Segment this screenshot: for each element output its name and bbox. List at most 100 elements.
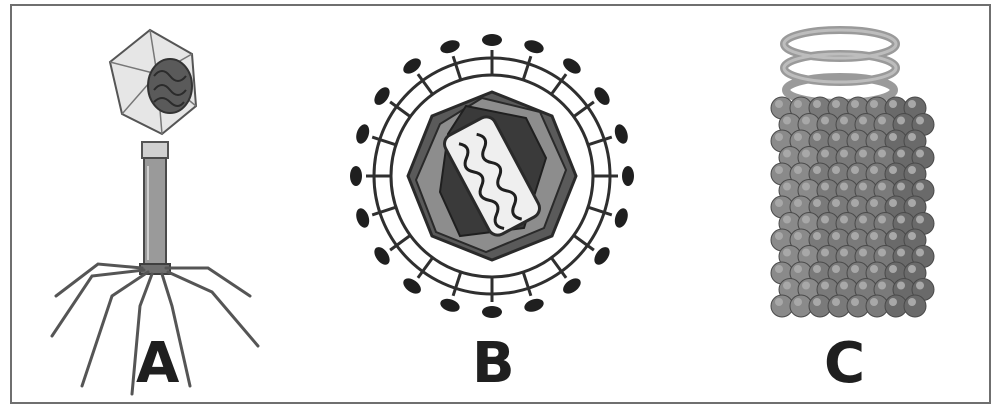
label-b: B: [472, 336, 515, 392]
capsomere-highlight: [897, 249, 905, 257]
capsomere-highlight: [916, 249, 924, 257]
capsomere-highlight: [802, 183, 810, 191]
capsomere-highlight: [802, 150, 810, 158]
capsomere-highlight: [794, 298, 802, 306]
capsomere-highlight: [851, 199, 859, 207]
capsomere-highlight: [870, 100, 878, 108]
capsomere-highlight: [859, 282, 867, 290]
capsomere-highlight: [775, 100, 783, 108]
nucleic-acid-helix: [784, 30, 896, 103]
capsomere-highlight: [832, 166, 840, 174]
panel-c: C: [702, 6, 982, 402]
capsomere-highlight: [783, 282, 791, 290]
capsomere-highlight: [775, 133, 783, 141]
capsomere-highlight: [794, 199, 802, 207]
glycoprotein-spike: [400, 275, 423, 296]
capsomere-highlight: [783, 216, 791, 224]
capsomere-highlight: [851, 232, 859, 240]
capsomere-highlight: [897, 117, 905, 125]
capsomere-highlight: [832, 232, 840, 240]
glycoprotein-spike: [613, 207, 631, 230]
panel-a: A: [12, 6, 312, 402]
capsomere-highlight: [775, 166, 783, 174]
capsomere-highlight: [821, 183, 829, 191]
capsomere-highlight: [889, 133, 897, 141]
capsomere-highlight: [878, 150, 886, 158]
capsomere-highlight: [821, 150, 829, 158]
capsomere-highlight: [794, 133, 802, 141]
capsomere-highlight: [870, 265, 878, 273]
capsomere-highlight: [851, 166, 859, 174]
capsomere-highlight: [832, 133, 840, 141]
glycoprotein-spike: [350, 166, 362, 186]
glycoprotein-spike: [523, 297, 546, 315]
capsomere-highlight: [908, 298, 916, 306]
capsomere-highlight: [775, 265, 783, 273]
capsomere-highlight: [813, 100, 821, 108]
diagram-frame: A: [10, 4, 991, 404]
glycoprotein-spike: [560, 275, 583, 296]
capsomere-highlight: [908, 265, 916, 273]
capsomere-highlight: [889, 298, 897, 306]
capsomere-highlight: [813, 133, 821, 141]
capsomere-highlight: [897, 282, 905, 290]
capsomere-highlight: [908, 232, 916, 240]
capsomere-highlight: [916, 117, 924, 125]
capsomere-highlight: [783, 249, 791, 257]
capsomere-highlight: [851, 133, 859, 141]
capsomere-highlight: [908, 166, 916, 174]
capsomere-highlight: [775, 232, 783, 240]
capsomere-highlight: [889, 232, 897, 240]
capsomere-highlight: [851, 298, 859, 306]
capsomere-highlight: [840, 216, 848, 224]
glycoprotein-spike: [591, 244, 612, 267]
capsomere-highlight: [870, 232, 878, 240]
capsomere-highlight: [794, 265, 802, 273]
capsomere-highlight: [802, 282, 810, 290]
capsomere-highlight: [908, 199, 916, 207]
capsomere-highlight: [832, 199, 840, 207]
capsomere-highlight: [832, 298, 840, 306]
glycoprotein-spike: [523, 38, 546, 56]
capsomere-highlight: [859, 117, 867, 125]
glycoprotein-spike: [400, 55, 423, 76]
capsid-cylinder: [771, 97, 934, 317]
glycoprotein-spike: [371, 244, 392, 267]
capsomere-highlight: [813, 298, 821, 306]
capsomere-highlight: [889, 199, 897, 207]
capsomere-highlight: [859, 150, 867, 158]
glycoprotein-spike: [371, 84, 392, 107]
glycoprotein-spike: [354, 123, 372, 146]
capsomere-highlight: [783, 183, 791, 191]
capsomere-highlight: [840, 282, 848, 290]
capsomere-highlight: [775, 298, 783, 306]
capsomere-highlight: [851, 100, 859, 108]
capsomere-highlight: [821, 117, 829, 125]
capsomere-highlight: [889, 166, 897, 174]
glycoprotein-spike: [613, 123, 631, 146]
capsomere-highlight: [897, 150, 905, 158]
capsomere-highlight: [897, 183, 905, 191]
capsomere-highlight: [840, 249, 848, 257]
glycoprotein-spike: [622, 166, 634, 186]
capsomere-highlight: [794, 166, 802, 174]
capsomere: [904, 295, 926, 317]
capsomere-highlight: [775, 199, 783, 207]
capsid: [408, 92, 576, 260]
glycoprotein-spike: [482, 306, 502, 318]
capsomere-highlight: [783, 117, 791, 125]
capsomere-highlight: [821, 282, 829, 290]
capsomere-highlight: [870, 298, 878, 306]
capsomere-highlight: [908, 133, 916, 141]
capsomere-highlight: [878, 249, 886, 257]
capsomere-highlight: [840, 117, 848, 125]
capsomere-highlight: [878, 282, 886, 290]
capsomere-highlight: [889, 265, 897, 273]
capsomere-highlight: [878, 216, 886, 224]
capsomere-highlight: [813, 199, 821, 207]
tail-collar: [142, 142, 168, 158]
glycoprotein-spike: [560, 55, 583, 76]
capsomere-highlight: [813, 265, 821, 273]
capsid-head: [110, 30, 196, 134]
capsomere-highlight: [821, 216, 829, 224]
